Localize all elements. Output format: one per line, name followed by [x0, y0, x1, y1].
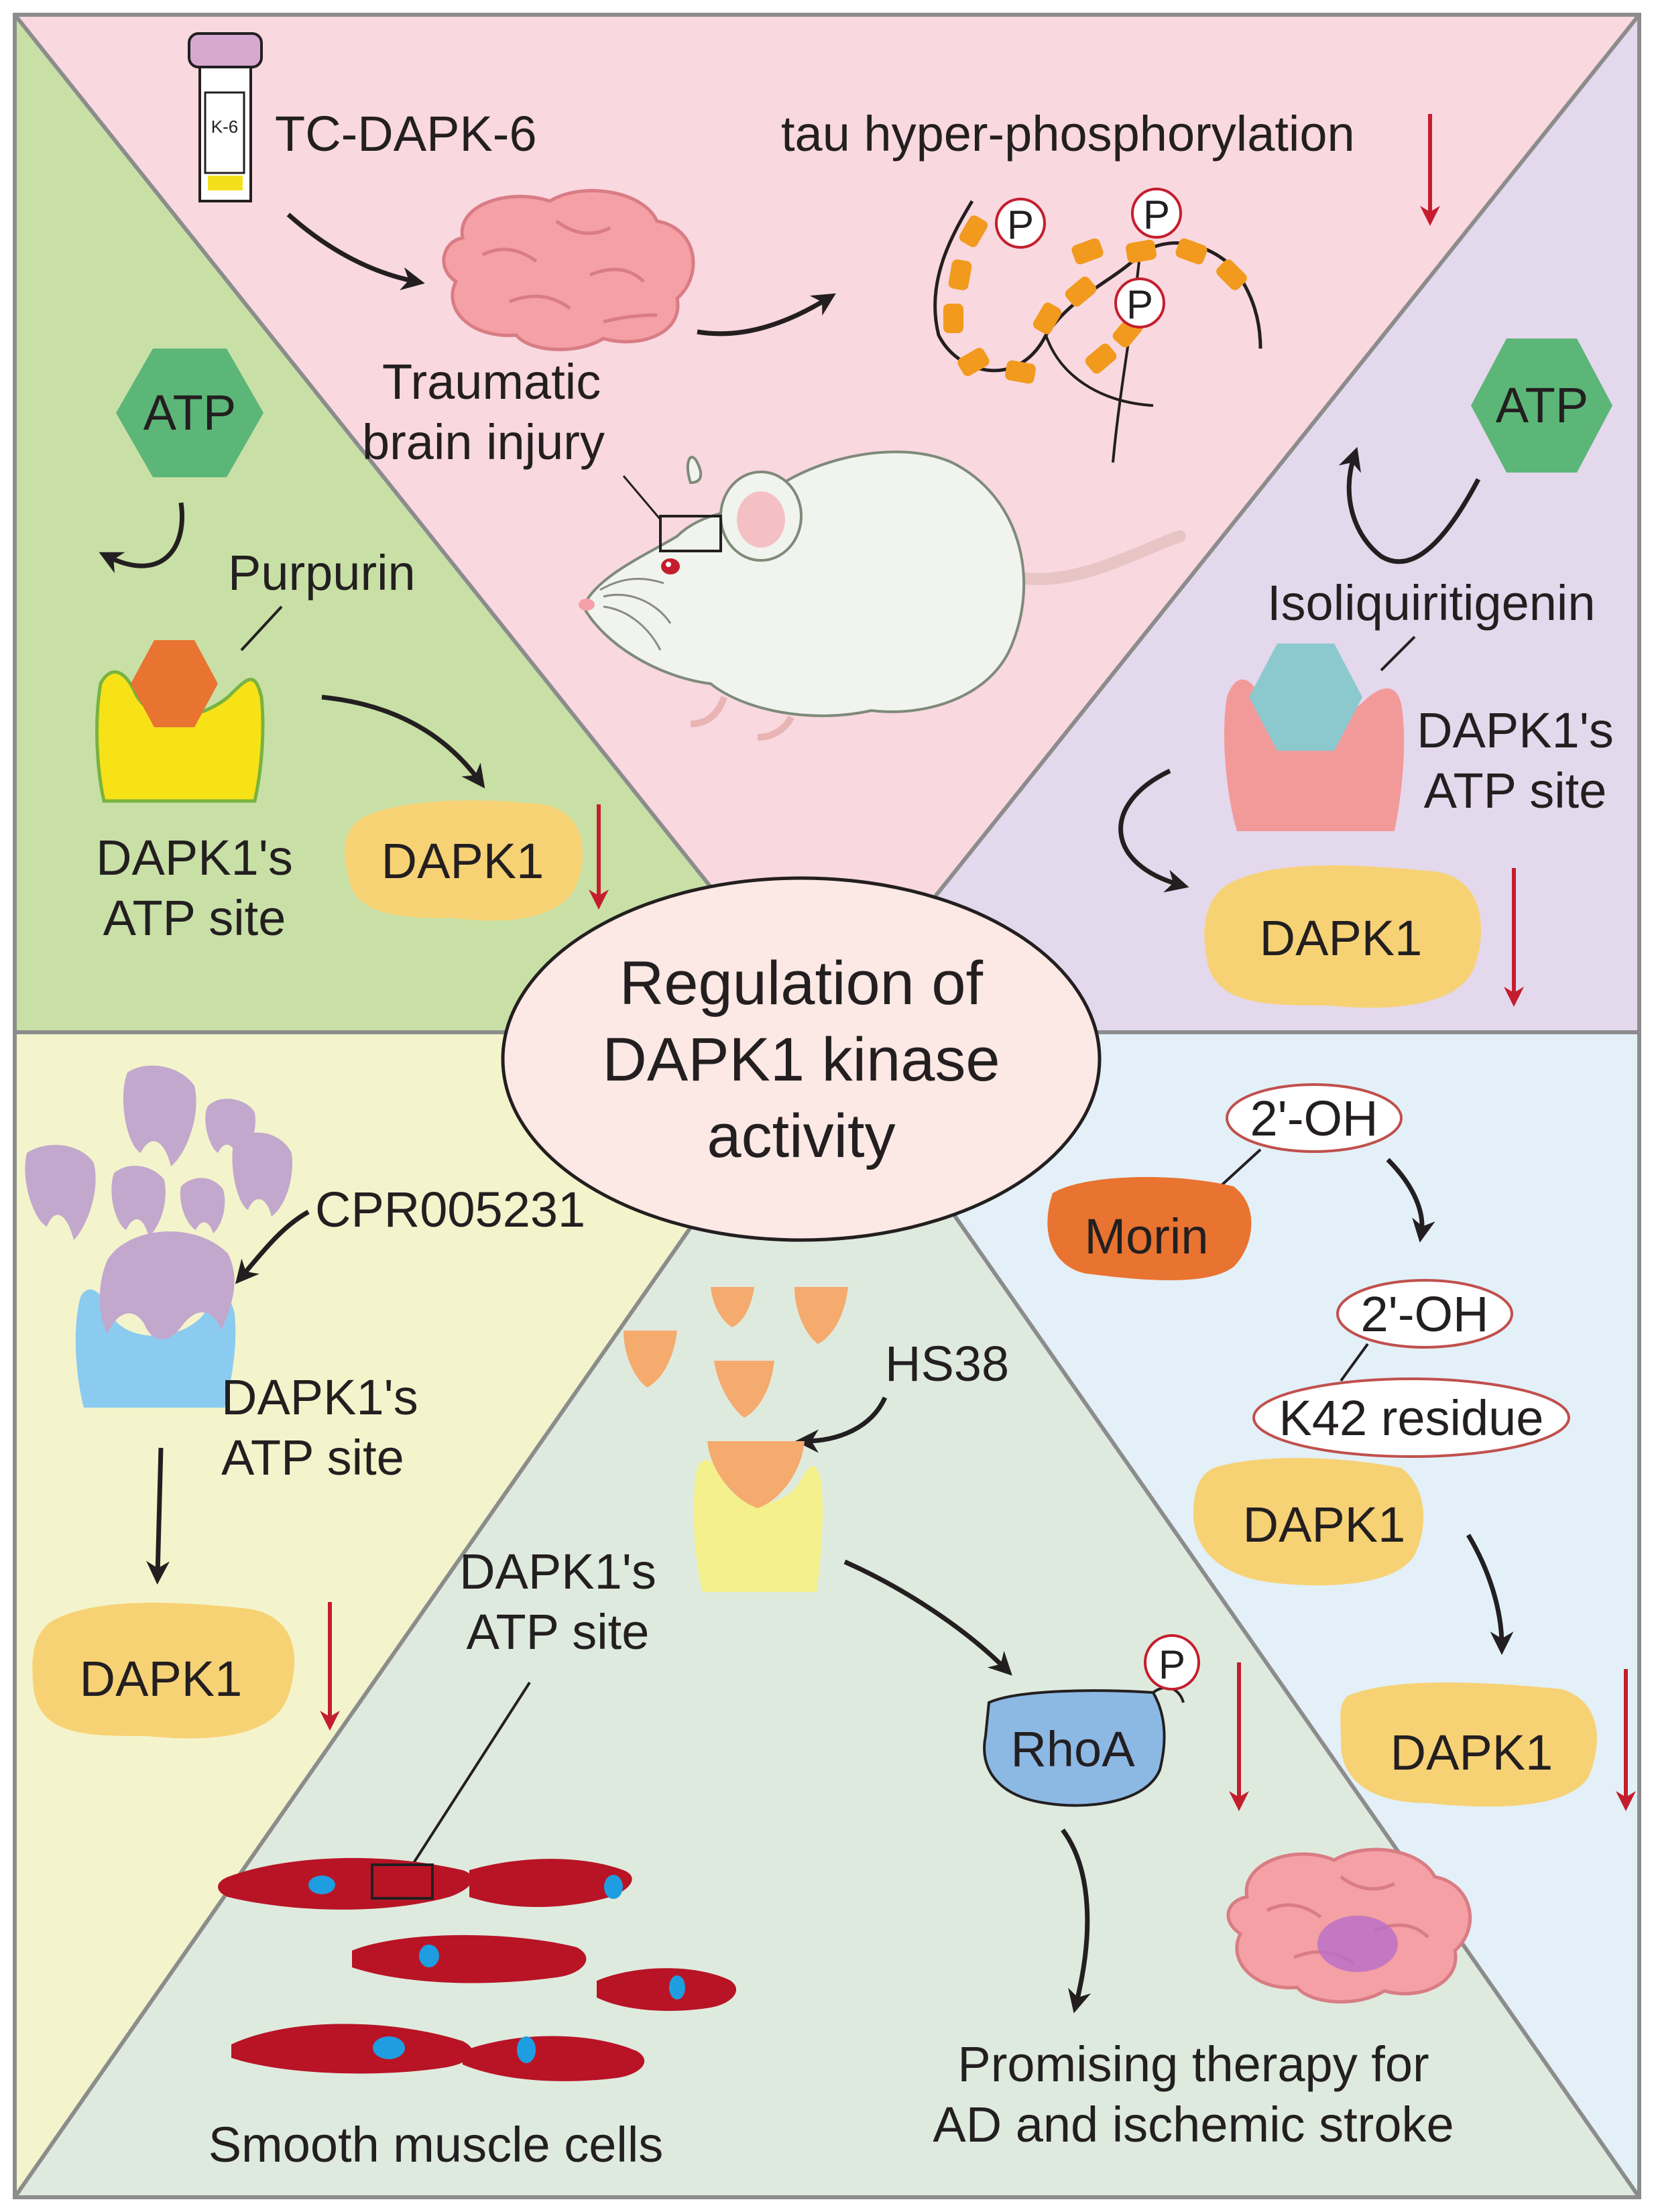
hydroxyl-group-2 [1336, 1279, 1513, 1349]
section-cpr005231: CPR005231 DAPK1's ATP site DAPK1 [25, 1065, 585, 1739]
arrow-to-dapk1-right [1118, 768, 1189, 893]
k42-residue [1252, 1377, 1570, 1458]
hs38-bound [707, 1441, 805, 1508]
dapk1-blob-rb-b [1340, 1682, 1597, 1807]
svg-text:P: P [1143, 192, 1170, 237]
rhoa-protein: RhoA P [983, 1634, 1200, 1807]
cpr005231-label: CPR005231 [315, 1182, 585, 1237]
dapk1-label-rb-a: DAPK1 [1243, 1497, 1406, 1552]
tau-protein-chain: P P P [933, 188, 1262, 463]
purpurin-label: Purpurin [228, 545, 416, 601]
section-isoliquiritigenin: ATP Isoliquiritigenin DAPK1's ATP site D… [1118, 339, 1614, 1008]
atp-site-pocket-bottom [693, 1460, 823, 1592]
section-hs38: HS38 DAPK1's ATP site RhoA P Promising t… [209, 1287, 1472, 2172]
hydroxyl-label-2: 2'-OH [1361, 1286, 1489, 1342]
hydroxyl-label-1: 2'-OH [1250, 1091, 1378, 1146]
hs38-label: HS38 [885, 1336, 1009, 1392]
arrow-hs38-to-site [795, 1396, 888, 1453]
site-label-bottom-line2: ATP site [467, 1604, 650, 1660]
site-label-line2: ATP site [103, 890, 286, 946]
dapk1-label: DAPK1 [381, 833, 544, 889]
rhoa-phospho: P [1159, 1642, 1185, 1687]
site-label-line1: DAPK1's [96, 830, 293, 885]
atp-label-right: ATP [1496, 377, 1588, 433]
site-label-lb-line1: DAPK1's [221, 1369, 418, 1425]
injury-label-line1: Traumatic [382, 354, 601, 410]
dapk1-label-lb: DAPK1 [80, 1651, 243, 1707]
arrow-cpr-to-site [235, 1209, 310, 1284]
morin-blob [1047, 1177, 1252, 1280]
center-title-line2: DAPK1 kinase [602, 1026, 1000, 1094]
svg-text:P: P [1007, 202, 1034, 247]
arrow-vial-to-brain [286, 212, 425, 291]
purpurin-hexagon [131, 640, 218, 727]
site-label-bottom-line1: DAPK1's [459, 1544, 656, 1599]
site-label-right-line1: DAPK1's [1417, 702, 1614, 758]
cpr005231-bound [99, 1231, 235, 1340]
arrow-to-dapk1-lb [146, 1447, 170, 1585]
therapy-label-line1: Promising therapy for [957, 2036, 1429, 2092]
isoliquiritigenin-label: Isoliquiritigenin [1267, 575, 1596, 631]
section-purpurin: ATP Purpurin DAPK1's ATP site DAPK1 [95, 349, 609, 946]
vial-icon: K-6 [188, 32, 263, 202]
hydroxyl-group-1 [1226, 1083, 1403, 1153]
site-label-lb-line2: ATP site [221, 1430, 404, 1485]
arrow-rhoa-to-therapy [1061, 1828, 1091, 2014]
tau-label: tau hyper-phosphorylation [781, 106, 1355, 162]
atp-site-pocket [95, 670, 265, 803]
smooth-muscle-cells [218, 1681, 737, 2081]
arrow-morin-binding [1386, 1158, 1435, 1243]
k42-label: K42 residue [1279, 1390, 1544, 1446]
phospho-marks: P P P [995, 188, 1182, 328]
center-title-line3: activity [707, 1102, 895, 1170]
atp-hexagon [116, 349, 263, 477]
arrow-to-dapk1 [321, 694, 485, 789]
section-tc-dapk-6: K-6 TC-DAPK-6 Traumatic brain injury tau… [188, 32, 1440, 741]
center-title-ellipse: Regulation of DAPK1 kinase activity [501, 876, 1102, 1242]
atp-label: ATP [143, 385, 236, 440]
arrow-brain-to-tau [697, 293, 836, 336]
dapk1-label-rb-b: DAPK1 [1391, 1725, 1553, 1780]
site-label-right-line2: ATP site [1424, 763, 1607, 818]
cpr005231-molecules [25, 1065, 292, 1240]
dapk1-blob [345, 800, 583, 921]
stroke-brain-icon [1226, 1847, 1472, 2004]
brain-icon [442, 188, 695, 351]
rhoa-label: RhoA [1010, 1721, 1135, 1777]
morin-label: Morin [1084, 1209, 1208, 1264]
cell-zoom-box [371, 1863, 434, 1900]
atp-hexagon-right [1471, 339, 1612, 473]
injury-label-line2: brain injury [362, 414, 605, 470]
arrow-dapk1-inhibited [1466, 1534, 1514, 1655]
arrow-atp-released-right [1338, 446, 1481, 564]
cells-label: Smooth muscle cells [209, 2117, 664, 2172]
vial-label: K-6 [211, 117, 238, 137]
section-morin: 2'-OH Morin 2'-OH K42 residue DAPK1 DAPK… [1047, 1083, 1636, 1811]
center-title-line1: Regulation of [619, 949, 984, 1018]
injury-site-box [659, 515, 722, 552]
dapk1-label-right: DAPK1 [1260, 910, 1423, 966]
therapy-label-line2: AD and ischemic stroke [933, 2097, 1454, 2152]
isoliquiritigenin-hexagon [1249, 643, 1362, 751]
mouse-icon [579, 450, 1186, 741]
drug-name-label: TC-DAPK-6 [275, 106, 537, 162]
arrow-atp-released [99, 502, 184, 574]
dapk1-blob-right [1204, 865, 1482, 1008]
dapk1-blob-rb-a [1193, 1458, 1424, 1586]
dapk1-blob-lb [32, 1603, 295, 1739]
arrow-site-to-rhoa [843, 1559, 1012, 1676]
hs38-molecules [624, 1287, 848, 1418]
atp-site-pocket-lb [75, 1289, 236, 1408]
svg-text:P: P [1126, 282, 1153, 327]
